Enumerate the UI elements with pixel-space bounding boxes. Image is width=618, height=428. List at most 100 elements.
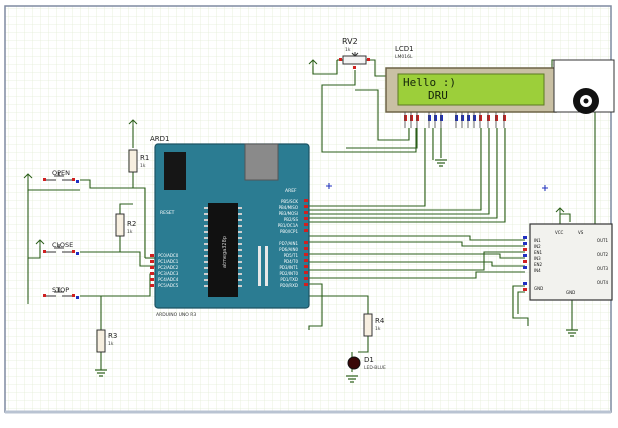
usb-connector <box>244 143 279 181</box>
svg-text:PC4/ADC4: PC4/ADC4 <box>158 277 179 282</box>
svg-text:PB3/MOSI: PB3/MOSI <box>279 211 298 216</box>
aref-label: AREF <box>285 188 297 194</box>
r3-body <box>96 329 106 353</box>
ard1-ref: ARD1 <box>150 135 170 143</box>
lcd1-pin-leads <box>404 112 505 128</box>
power-symbol-icon-r1 <box>128 119 138 126</box>
driver-vcc-label: VCC <box>555 230 564 235</box>
svg-text:PD7/AIN1: PD7/AIN1 <box>279 241 298 246</box>
ard1-arduino-board[interactable]: ARD1 atmega328p RESET AREF ARDUINO UNO R… <box>150 135 310 318</box>
svg-text:PB5/SCK: PB5/SCK <box>281 199 298 204</box>
svg-text:IN2: IN2 <box>534 244 541 249</box>
lcd1-pins <box>404 115 506 121</box>
board-ic-labels <box>258 246 268 286</box>
svg-text:PD3/INT1: PD3/INT1 <box>279 265 298 270</box>
r2-resistor[interactable]: R2 1k <box>115 213 136 237</box>
atmega-chip <box>208 203 238 297</box>
r1-value: 1k <box>140 163 146 169</box>
rv2-wiper <box>351 52 359 57</box>
svg-text:PC3/ADC3: PC3/ADC3 <box>158 271 179 276</box>
r3-resistor[interactable]: R3 1k <box>96 329 117 353</box>
svg-text:OUT1: OUT1 <box>597 238 609 243</box>
d1-ref: D1 <box>364 356 374 364</box>
rv2-potentiometer[interactable]: RV2 1k <box>339 37 370 69</box>
wire-net <box>27 59 604 372</box>
driver-gnd-label: GND <box>534 286 543 291</box>
lcd1-display[interactable]: LCD1 LM016L Hello :) DRU <box>385 45 557 128</box>
r3-value: 1k <box>108 341 114 347</box>
svg-text:PB0/ICP1: PB0/ICP1 <box>280 229 298 234</box>
dc-motor[interactable] <box>553 59 615 114</box>
driver-input-pins <box>523 236 527 291</box>
close-switch-ref: CLOSE <box>52 241 73 249</box>
junction-marker-icon <box>326 183 548 191</box>
svg-text:OUT4: OUT4 <box>597 280 609 285</box>
svg-text:PB4/MISO: PB4/MISO <box>279 205 298 210</box>
stop-switch[interactable]: STOP <box>43 286 79 299</box>
svg-text:PC2/ADC2: PC2/ADC2 <box>158 265 179 270</box>
svg-text:PC1/ADC1: PC1/ADC1 <box>158 259 179 264</box>
r1-ref: R1 <box>140 154 149 162</box>
svg-text:IN4: IN4 <box>534 268 541 273</box>
svg-text:PD0/RXD: PD0/RXD <box>280 283 298 288</box>
open-switch-icon <box>46 172 72 181</box>
analog-header-pins <box>150 254 154 287</box>
svg-text:PB2/SS: PB2/SS <box>284 217 299 222</box>
driver-vs-label: VS <box>578 230 584 235</box>
svg-text:PC0/ADC0: PC0/ADC0 <box>158 253 179 258</box>
board-label: ARDUINO UNO R3 <box>156 312 196 318</box>
rv2-pin-marker-3 <box>353 66 356 69</box>
driver-right-pin-labels: OUT1 OUT2 OUT3 OUT4 <box>597 238 609 285</box>
close-switch[interactable]: CLOSE <box>43 241 79 255</box>
analog-pin-labels: PC0/ADC0 PC1/ADC1 PC2/ADC2 PC3/ADC3 PC4/… <box>158 253 179 288</box>
reset-label: RESET <box>160 210 175 216</box>
svg-text:IN1: IN1 <box>534 238 541 243</box>
digital-header-pins <box>304 199 308 286</box>
driver-gnd-label-2: GND <box>566 290 575 295</box>
r4-resistor[interactable]: R4 1k <box>363 313 385 337</box>
rv2-value: 1k <box>345 47 351 53</box>
svg-text:PD1/TXD: PD1/TXD <box>280 277 298 282</box>
open-switch-pin-blue <box>76 180 79 183</box>
svg-text:OUT2: OUT2 <box>597 252 609 257</box>
r2-ref: R2 <box>127 220 136 228</box>
d1-led[interactable]: D1 LED-BLUE <box>347 356 386 371</box>
close-switch-pin-blue <box>76 252 79 255</box>
r4-body <box>363 313 373 337</box>
d1-model: LED-BLUE <box>364 365 386 371</box>
rv2-pin-marker-2 <box>367 58 370 61</box>
open-switch-pin <box>72 178 75 181</box>
led-icon <box>347 356 361 370</box>
rv2-pin-marker <box>339 58 342 61</box>
driver-body <box>529 223 613 301</box>
power-symbol-icon <box>308 59 318 66</box>
r4-value: 1k <box>375 326 381 332</box>
close-switch-pin <box>72 250 75 253</box>
ground-symbol-icon-r3 <box>95 369 107 377</box>
stop-switch-pin-blue <box>76 296 79 299</box>
close-switch-pin-2 <box>43 250 46 253</box>
open-switch[interactable]: OPEN <box>43 169 79 183</box>
stop-switch-pin-2 <box>43 294 46 297</box>
open-switch-ref: OPEN <box>52 169 70 177</box>
svg-text:PB1/OC1A: PB1/OC1A <box>278 223 299 228</box>
r2-body <box>115 213 125 237</box>
l293d-driver-ic[interactable]: IN1 IN2 EN1 IN3 EN2 IN4 OUT1 OUT2 OUT3 O… <box>523 223 613 301</box>
svg-text:EN2: EN2 <box>534 262 543 267</box>
chip-pins-left <box>204 207 242 287</box>
lcd1-ref: LCD1 <box>395 45 414 53</box>
svg-text:PD4/T0: PD4/T0 <box>284 259 299 264</box>
svg-text:IN3: IN3 <box>534 256 541 261</box>
r1-resistor[interactable]: R1 1k <box>128 149 149 173</box>
svg-text:PD5/T1: PD5/T1 <box>284 253 299 258</box>
power-jack <box>164 152 186 190</box>
close-switch-icon <box>46 244 72 253</box>
r1-body <box>128 149 138 173</box>
lcd1-screen <box>397 73 545 106</box>
driver-left-pin-labels: IN1 IN2 EN1 IN3 EN2 IN4 <box>534 238 543 273</box>
rv2-body <box>342 55 367 65</box>
lcd1-model: LM016L <box>395 54 413 60</box>
ground-symbol-icon-driver <box>566 329 578 337</box>
power-symbol-icon-left-2 <box>35 239 45 246</box>
